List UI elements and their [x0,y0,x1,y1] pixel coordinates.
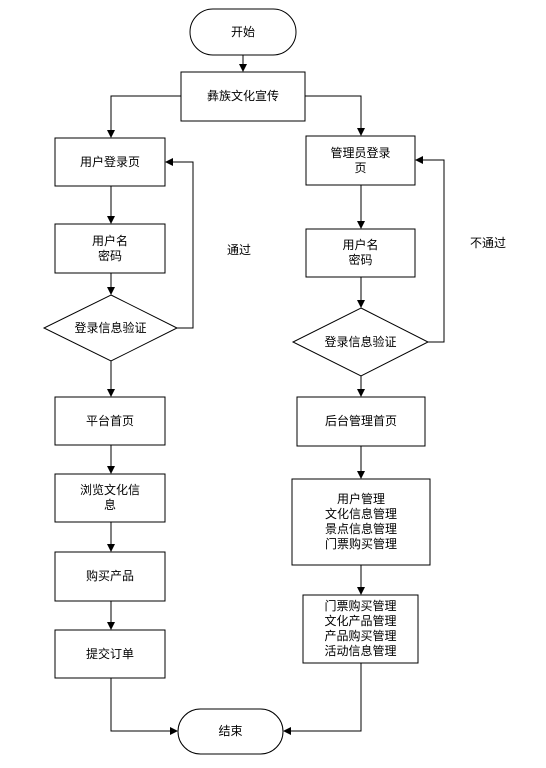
admin-login-page-node: 管理员登录 页 [330,145,391,175]
admin-manage-group-1: 用户管理 文化信息管理 景点信息管理 门票购买管理 [324,492,397,551]
user-home-node: 平台首页 [85,413,134,428]
user-submit-node: 提交订单 [85,646,134,661]
admin-home-shape [296,396,426,447]
end-node: 结束 [218,724,243,738]
admin-credentials-node: 用户名 密码 [342,238,379,267]
edge-admin-verify-loop [415,156,445,343]
admin-verify-node: 登录信息验证 [324,334,397,349]
admin-manage-2-shape [302,594,419,664]
user-submit-shape [54,629,166,679]
start-node: 开始 [230,24,255,39]
user-browse-node: 浏览文化信 息 [79,483,140,512]
edge-promo-admin-login [305,95,365,136]
promo-node-shape [180,71,306,122]
edge-promo-user-login [107,95,181,138]
user-home-shape [54,396,166,446]
edge-admin-manage2-end [283,663,362,735]
user-login-page-node: 用户登录页 [79,154,140,169]
promo-node: 彝族文化宣传 [206,89,279,103]
admin-manage-group-2: 门票购买管理 文化产品管理 产品购买管理 活动信息管理 [324,599,397,658]
admin-fail-label: 不通过 [470,236,507,250]
user-verify-node: 登录信息验证 [74,320,147,335]
edge-user-verify-loop [165,158,194,329]
admin-home-node: 后台管理首页 [324,414,397,428]
user-pass-label: 通过 [227,243,252,257]
user-buy-node: 购买产品 [85,569,134,583]
admin-credentials-shape [305,228,416,278]
user-credentials-shape [54,223,166,274]
user-credentials-node: 用户名 密码 [91,233,128,263]
admin-manage-1-shape [291,478,431,566]
user-login-page-shape [54,137,166,187]
user-buy-shape [54,551,166,602]
edge-user-submit-end [110,678,178,735]
user-browse-shape [54,473,166,523]
